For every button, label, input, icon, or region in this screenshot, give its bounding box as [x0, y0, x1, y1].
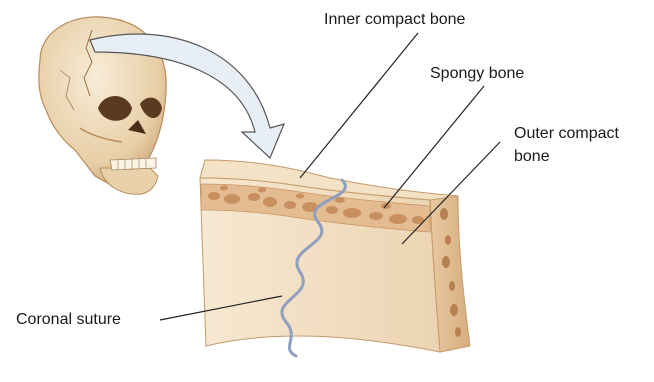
- skull-jaw: [100, 168, 158, 194]
- label-inner-compact-bone: Inner compact bone: [324, 10, 465, 29]
- skull-teeth: [110, 158, 156, 170]
- label-outer-compact-bone-line2: bone: [514, 147, 550, 166]
- leader-spongy: [384, 86, 484, 208]
- label-outer-compact-bone: Outer compact: [514, 124, 619, 143]
- bone-block: [200, 160, 470, 356]
- label-spongy-bone: Spongy bone: [430, 64, 524, 83]
- label-coronal-suture: Coronal suture: [16, 310, 121, 329]
- leader-inner-compact: [300, 33, 418, 178]
